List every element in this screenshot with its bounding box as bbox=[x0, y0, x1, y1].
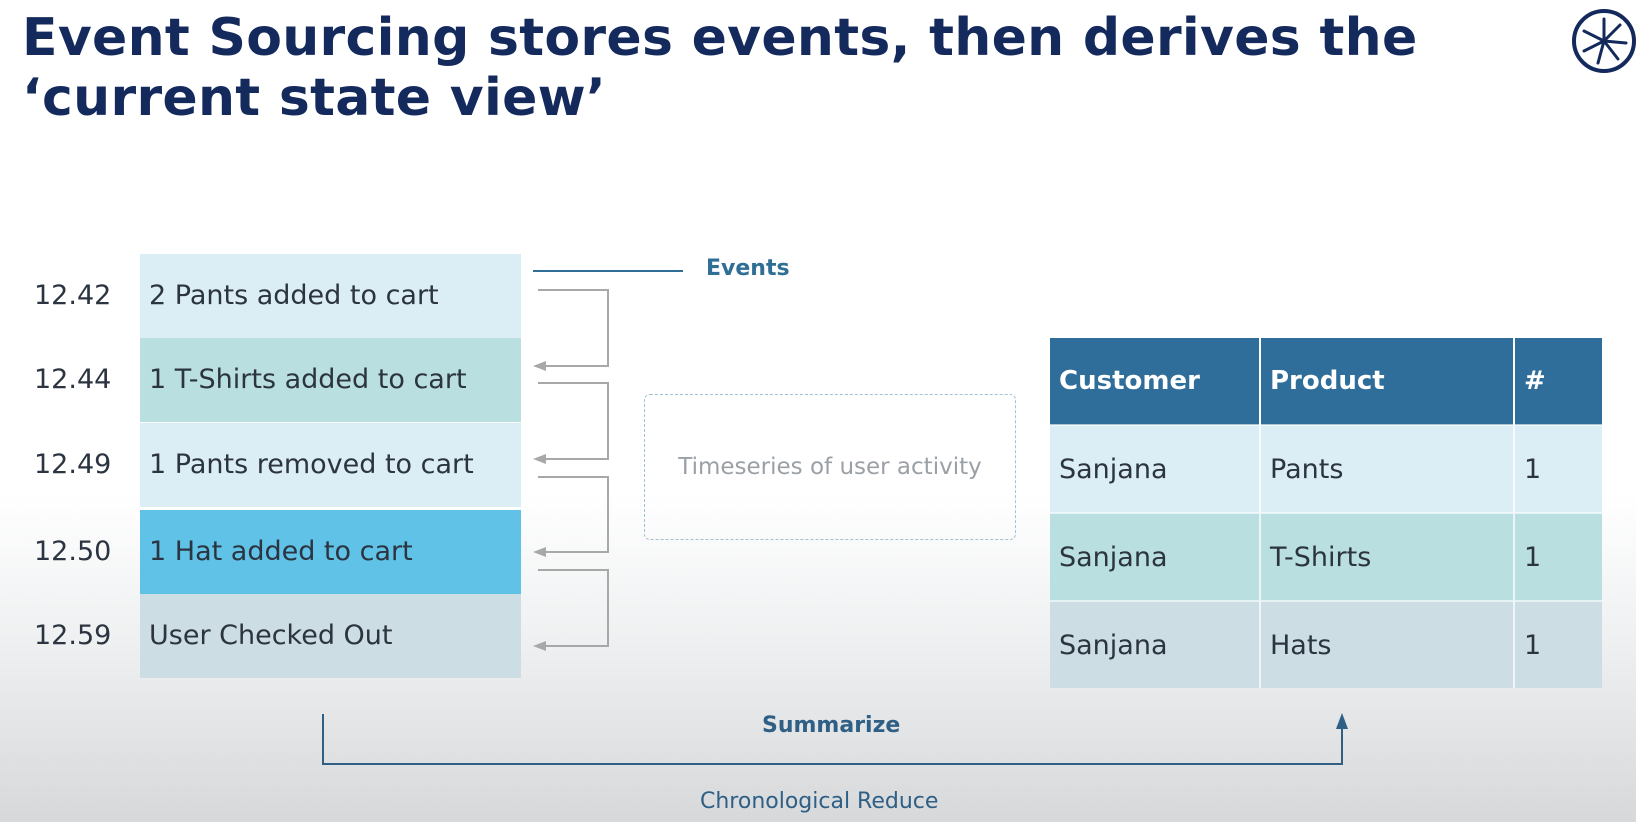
chronological-reduce-label: Chronological Reduce bbox=[700, 789, 939, 814]
cell-customer: Sanjana bbox=[1050, 424, 1261, 513]
event-row: 1 T-Shirts added to cart bbox=[140, 338, 521, 422]
step-arrow bbox=[538, 476, 609, 553]
header-count: # bbox=[1514, 338, 1602, 425]
event-row-highlighted: 1 Hat added to cart bbox=[140, 510, 521, 594]
cell-product: Hats bbox=[1260, 600, 1515, 688]
cell-customer: Sanjana bbox=[1050, 600, 1261, 688]
chronological-arrows bbox=[538, 289, 609, 647]
summarize-bracket bbox=[322, 714, 1343, 765]
event-row: 2 Pants added to cart bbox=[140, 254, 521, 338]
current-state-table: Customer Product # Sanjana Pants 1 Sanja… bbox=[1050, 338, 1602, 688]
table-row: Sanjana Pants 1 bbox=[1050, 424, 1602, 513]
event-row: 1 Pants removed to cart bbox=[140, 423, 521, 507]
header-customer: Customer bbox=[1050, 338, 1261, 425]
timeseries-box: Timeseries of user activity bbox=[644, 394, 1016, 540]
table-row: Sanjana T-Shirts 1 bbox=[1050, 512, 1602, 601]
event-time: 12.42 bbox=[34, 280, 112, 311]
events-label: Events bbox=[706, 256, 790, 281]
event-time: 12.50 bbox=[34, 536, 112, 567]
timeseries-label: Timeseries of user activity bbox=[678, 454, 982, 480]
summarize-label: Summarize bbox=[762, 713, 901, 738]
header-product: Product bbox=[1260, 338, 1515, 425]
cell-product: Pants bbox=[1260, 424, 1515, 513]
cell-count: 1 bbox=[1514, 424, 1602, 513]
cell-product: T-Shirts bbox=[1260, 512, 1515, 601]
event-row: User Checked Out bbox=[140, 594, 521, 678]
step-arrow bbox=[538, 569, 609, 647]
starburst-logo-icon bbox=[1572, 9, 1636, 73]
table-header-row: Customer Product # bbox=[1050, 338, 1602, 425]
step-arrow bbox=[538, 289, 609, 367]
slide-title: Event Sourcing stores events, then deriv… bbox=[22, 8, 1418, 128]
cell-count: 1 bbox=[1514, 600, 1602, 688]
event-time: 12.44 bbox=[34, 364, 112, 395]
cell-customer: Sanjana bbox=[1050, 512, 1261, 601]
event-time: 12.59 bbox=[34, 620, 112, 651]
event-time: 12.49 bbox=[34, 449, 112, 480]
summarize-arrowhead bbox=[1336, 713, 1348, 729]
cell-count: 1 bbox=[1514, 512, 1602, 601]
table-row: Sanjana Hats 1 bbox=[1050, 600, 1602, 688]
step-arrow bbox=[538, 382, 609, 460]
step-arrowheads bbox=[533, 361, 546, 651]
